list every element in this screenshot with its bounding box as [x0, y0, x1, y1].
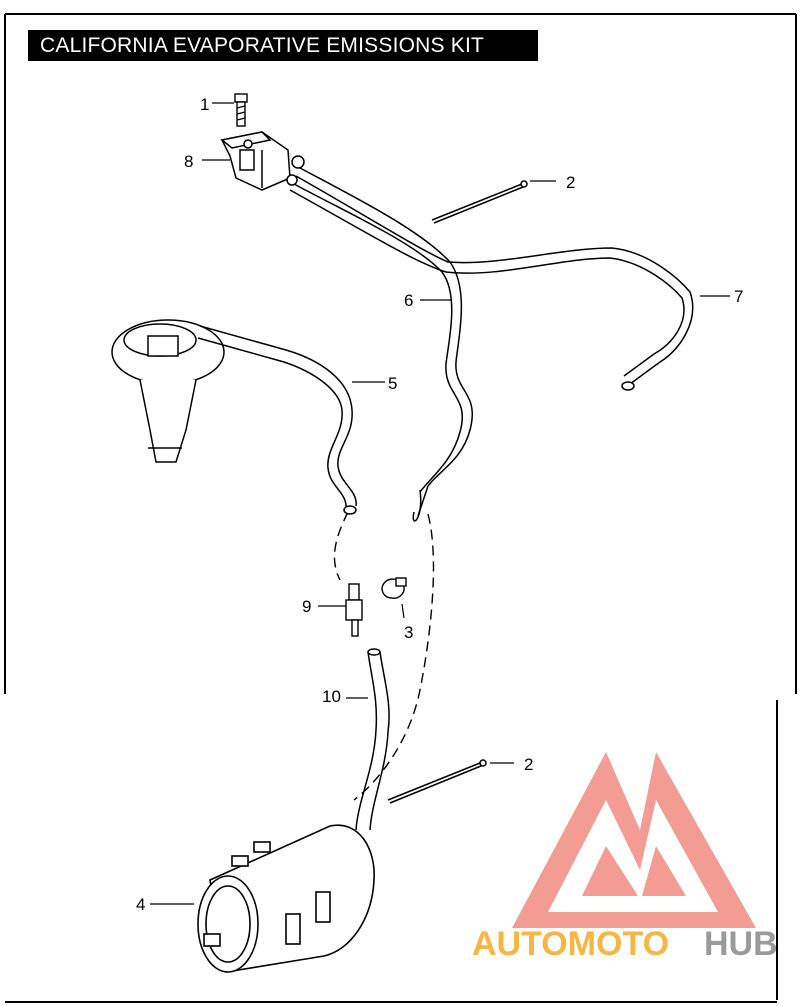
- callout-8: 8: [184, 152, 193, 171]
- callout-6: 6: [404, 291, 413, 310]
- callout-3: 3: [404, 623, 413, 642]
- canister-hose-part: [355, 648, 390, 831]
- screw-part: [234, 93, 248, 127]
- clamp-lower-part: [387, 759, 487, 804]
- callout-2-upper: 2: [566, 173, 575, 192]
- page-border: [4, 13, 797, 1003]
- callout-4: 4: [136, 895, 145, 914]
- callout-10: 10: [322, 687, 341, 706]
- callout-1: 1: [200, 95, 209, 114]
- charcoal-canister-part: [197, 824, 375, 973]
- callout-7: 7: [734, 287, 743, 306]
- callout-5: 5: [388, 374, 397, 393]
- tank-vent-hose-part: [197, 325, 357, 515]
- callout-labels: 1 2 2 3 4 5 6 7 8 9 10: [136, 95, 743, 914]
- watermark-text-orange: AUTOMOTO: [472, 925, 669, 963]
- callout-9: 9: [302, 597, 311, 616]
- hose-clamp-part: [381, 577, 407, 599]
- fitting-part: [345, 583, 363, 637]
- watermark-logo: [512, 752, 756, 928]
- watermark-text-gray: HUB: [704, 925, 778, 963]
- leader-lines: [150, 102, 730, 905]
- callout-2-lower: 2: [524, 755, 533, 774]
- watermark-text: AUTOMOTO HUB: [472, 925, 778, 963]
- purge-hose-part: [289, 175, 694, 391]
- clamp-upper-part: [431, 180, 528, 224]
- fuel-pump-part: [111, 319, 225, 463]
- purge-solenoid-part: [220, 131, 305, 191]
- hidden-hose-part: [333, 511, 435, 801]
- vent-hose-part: [293, 167, 473, 522]
- diagram-title: CALIFORNIA EVAPORATIVE EMISSIONS KIT: [28, 30, 538, 61]
